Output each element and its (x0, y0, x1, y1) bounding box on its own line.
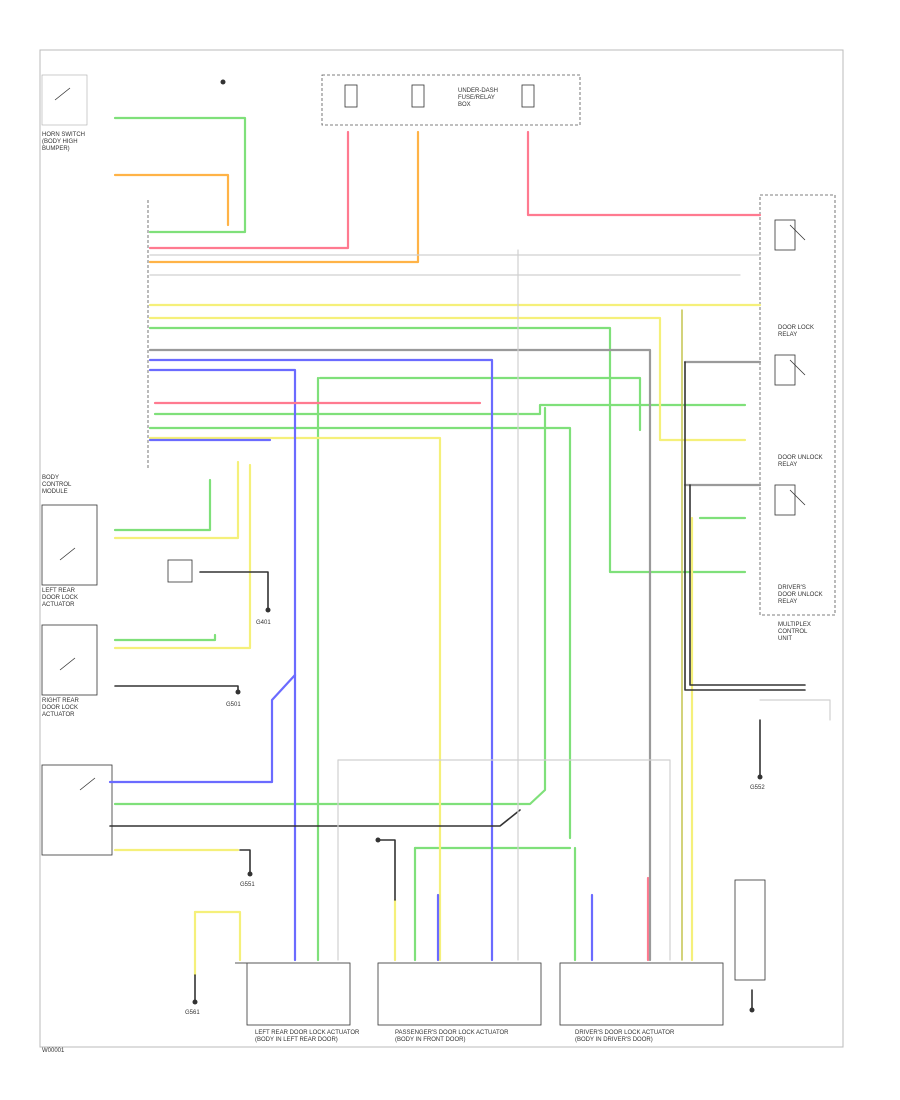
wire-black-1 (684, 361, 806, 691)
black-wires (109, 361, 806, 1009)
switch-glyph-7 (789, 489, 806, 506)
block-label-horn-switch: HORN SWITCH (BODY HIGH BUMPER) (42, 132, 85, 152)
block-label-fuse-relay: UNDER-DASH FUSE/RELAY BOX (458, 88, 499, 108)
wire-lgray-4 (337, 759, 671, 961)
wire-green-2 (148, 326, 747, 574)
block-label-body-ecm: BODY CONTROL MODULE (42, 475, 72, 495)
fuse-1 (344, 84, 358, 108)
light-gray-wires (149, 249, 831, 961)
block-label-left-rear-lock: LEFT REAR DOOR LOCK ACTUATOR (42, 588, 79, 608)
block-label-door-lock-relay: DOOR LOCK RELAY (778, 325, 815, 338)
wire-black-2 (689, 484, 806, 686)
ground-dot-8 (220, 79, 226, 85)
wire-pink-1 (148, 130, 350, 250)
wire-gray-1 (148, 348, 652, 962)
passenger-actuator (377, 962, 542, 1026)
yellow-wires (113, 303, 762, 977)
ground-dot-6 (192, 999, 198, 1005)
diagram-code: W00001 (42, 1048, 65, 1054)
switch-glyph-1 (54, 87, 71, 101)
block-label-rear-left-door: LEFT REAR DOOR LOCK ACTUATOR (BODY IN LE… (255, 1030, 360, 1043)
rear-switch-box (41, 764, 113, 856)
switch-glyph-6 (789, 359, 806, 376)
wire-orange-2 (148, 130, 420, 264)
wire-green-6 (113, 478, 212, 532)
wire-lgray-6 (759, 699, 831, 721)
ground-symbols (192, 79, 763, 1013)
relay-coil-2 (774, 354, 796, 386)
block-label-right-rear-lock: RIGHT REAR DOOR LOCK ACTUATOR (42, 698, 79, 718)
ground-dot-5 (757, 774, 763, 780)
blue-wires (108, 358, 594, 962)
wire-green-7 (113, 633, 217, 642)
pink-wires (148, 130, 762, 962)
switch-glyph-3 (59, 657, 76, 671)
switch-glyph-2 (59, 547, 76, 561)
left-rear-actuator (246, 962, 351, 1026)
ground-label-3: G551 (240, 882, 255, 888)
fuse-relay-box (321, 74, 581, 126)
wire-black-10 (239, 849, 251, 873)
rear-right-actuator (734, 879, 766, 981)
block-label-mpcs: MULTIPLEX CONTROL UNIT (778, 622, 811, 642)
ground-dot-1 (265, 607, 271, 613)
ground-dot-2 (235, 689, 241, 695)
wire-blue-3 (108, 673, 297, 784)
wire-yellow-3 (113, 460, 240, 540)
block-label-door-unlock-relay: DOOR UNLOCK RELAY (778, 455, 823, 468)
switch-glyph-4 (79, 777, 96, 791)
fuse-2 (411, 84, 425, 108)
wire-green-8 (113, 406, 547, 806)
diagram-frame (39, 49, 844, 1048)
green-wires (113, 116, 747, 962)
wire-yellow-4 (113, 463, 252, 650)
wire-black-6 (377, 839, 396, 901)
ground-label-2: G501 (226, 702, 241, 708)
ground-label-1: G401 (256, 620, 271, 626)
wire-orange-1 (113, 173, 230, 227)
wire-black-5 (109, 809, 521, 827)
block-label-driver-door-lock: DRIVER'S DOOR LOCK ACTUATOR (BODY IN DRI… (575, 1030, 675, 1043)
relay-box (759, 194, 836, 616)
block-label-driver-unlock-relay: DRIVER'S DOOR UNLOCK RELAY (778, 585, 823, 605)
wire-black-4 (114, 685, 239, 691)
wire-black-3 (199, 571, 269, 609)
wire-pink-2 (526, 130, 762, 217)
orange-wires (113, 130, 420, 264)
wire-yellow-1 (148, 316, 747, 442)
ground-dot-4 (375, 837, 381, 843)
wire-yellow-8 (193, 910, 242, 962)
pass-switch-box (41, 624, 98, 696)
ground-label-5: G561 (185, 1010, 200, 1016)
ground-label-4: G552 (750, 785, 765, 791)
horn-switch-box (41, 74, 88, 126)
wire-green-4 (153, 403, 747, 416)
switch-glyphs (54, 87, 806, 791)
wire-green-3 (148, 426, 572, 840)
driver-actuator (559, 962, 724, 1026)
ground-dot-7 (749, 1007, 755, 1013)
block-label-pass-door-lock: PASSENGER'S DOOR LOCK ACTUATOR (BODY IN … (395, 1030, 509, 1043)
ground-dot-3 (247, 871, 253, 877)
wire-blue-1 (148, 368, 297, 962)
fuse-3 (521, 84, 535, 108)
relay-coil-1 (774, 219, 796, 251)
relay-coil-3 (774, 484, 796, 516)
switch-glyph-5 (789, 224, 806, 241)
fuse-small (167, 559, 193, 583)
wire-yellow-2 (148, 436, 442, 962)
driver-switch-box (41, 504, 98, 586)
wire-green-5 (318, 376, 642, 432)
gray-wires (148, 348, 762, 962)
wire-green-1 (113, 116, 247, 234)
